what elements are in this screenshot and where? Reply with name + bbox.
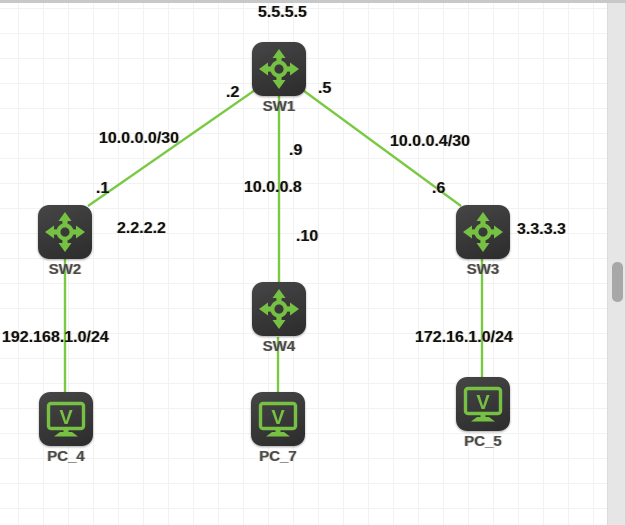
node-label-pc_5: PC_5 (464, 433, 502, 450)
subnet-sw1-sw2: 10.0.0.0/30 (99, 130, 180, 147)
node-label-sw1: SW1 (262, 98, 296, 115)
node-pc_7[interactable]: V PC_7 (251, 392, 305, 465)
node-label-sw3: SW3 (466, 261, 500, 278)
interface-sw1-to-sw4: .9 (289, 142, 303, 159)
top-divider-bar (0, 0, 626, 3)
interface-sw4-to-sw1: .10 (296, 228, 319, 245)
interface-sw2-to-sw1: .1 (96, 180, 110, 197)
node-label-sw2: SW2 (48, 261, 82, 278)
interface-sw1-to-sw2: .2 (226, 84, 240, 101)
pc-monitor-icon: V (258, 401, 298, 437)
vertical-scrollbar[interactable] (607, 3, 626, 525)
pc-monitor-icon: V (463, 386, 503, 422)
interface-sw3-to-sw1: .6 (432, 180, 446, 197)
loopback-sw2: 2.2.2.2 (117, 220, 166, 237)
node-label-sw4: SW4 (262, 338, 296, 355)
node-sw2[interactable]: SW2 (38, 205, 92, 278)
node-pc_4[interactable]: V PC_4 (39, 392, 93, 465)
node-label-pc_4: PC_4 (47, 448, 85, 465)
svg-text:V: V (476, 392, 490, 414)
subnet-sw1-sw3: 10.0.0.4/30 (390, 133, 471, 150)
subnet-lan-pc5: 172.16.1.0/24 (415, 329, 513, 346)
svg-text:V: V (59, 407, 73, 429)
subnet-lan-pc4: 192.168.1.0/24 (2, 329, 109, 346)
node-label-pc_7: PC_7 (259, 448, 297, 465)
loopback-sw1: 5.5.5.5 (258, 4, 307, 21)
loopback-sw3: 3.3.3.3 (517, 221, 566, 238)
node-pc_5[interactable]: V PC_5 (456, 377, 510, 450)
node-sw1[interactable]: SW1 (252, 42, 306, 115)
subnet-sw1-sw4: 10.0.0.8 (244, 179, 302, 196)
vertical-scrollbar-thumb[interactable] (612, 262, 623, 302)
interface-sw1-to-sw3: .5 (318, 80, 332, 97)
pc-monitor-icon: V (46, 401, 86, 437)
switch-arrows-icon (259, 289, 299, 329)
svg-text:V: V (271, 407, 285, 429)
node-sw4[interactable]: SW4 (252, 282, 306, 355)
node-sw3[interactable]: SW3 (456, 205, 510, 278)
switch-arrows-icon (259, 49, 299, 89)
switch-arrows-icon (45, 212, 85, 252)
switch-arrows-icon (463, 212, 503, 252)
